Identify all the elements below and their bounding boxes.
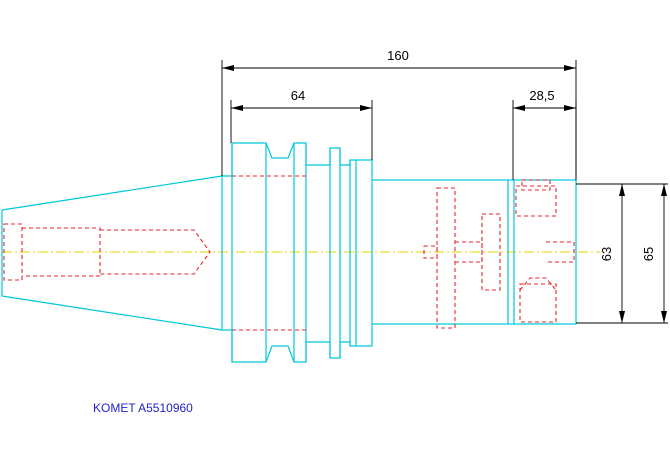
dimension-bore-depth: 28,5 (512, 88, 577, 180)
dimension-diameter-inner: 63 (576, 183, 630, 324)
dimension-label-diameter-inner: 63 (599, 247, 614, 261)
taper-shank-outline (1, 175, 223, 331)
body-outline (371, 179, 577, 325)
hidden-features (3, 175, 575, 331)
dimension-diameter-outer: 65 (630, 183, 668, 324)
part-number-caption: KOMET A5510960 (93, 401, 193, 415)
flange-outline (222, 142, 373, 363)
dimension-label-bore-depth: 28,5 (529, 88, 554, 103)
dimension-label-overall-length: 160 (387, 48, 409, 63)
dimension-label-flange-length: 64 (291, 88, 305, 103)
dimension-flange-length: 64 (230, 88, 373, 160)
dimension-label-diameter-outer: 65 (641, 247, 656, 261)
dimension-overall-length: 160 (221, 48, 577, 180)
